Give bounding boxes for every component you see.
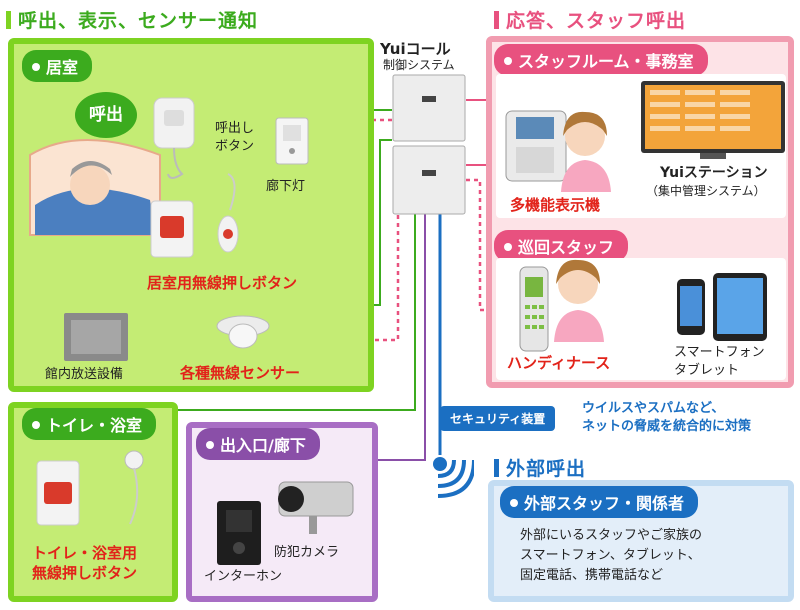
toilet-title-text: トイレ・浴室 (46, 416, 142, 435)
intercom-icon (216, 500, 262, 566)
external-title-text: 外部スタッフ・関係者 (524, 494, 684, 513)
smartphone-icon (676, 278, 706, 336)
room-title: 居室 (22, 50, 92, 82)
call-button-label: 呼出し ボタン (215, 120, 254, 156)
pendant-call-button-icon (210, 170, 246, 260)
station-label: Yuiステーション (660, 164, 768, 182)
station-sub-label: （集中管理システム） (646, 182, 766, 200)
external-title: 外部スタッフ・関係者 (500, 486, 698, 518)
security-device-badge: セキュリティ装置 (440, 406, 555, 431)
bullet-dot (32, 421, 40, 429)
external-section-title: 外部呼出 (494, 454, 586, 481)
sensors-label: 各種無線センサー (180, 364, 300, 382)
room-title-text: 居室 (46, 58, 78, 77)
external-section-title-text: 外部呼出 (506, 458, 586, 480)
central-monitor-icon (640, 80, 786, 160)
bullet-dot (504, 243, 512, 251)
wireless-signal-icon (430, 448, 474, 500)
smart-devices-label: スマートフォン タブレット (674, 344, 765, 380)
controller-name: 制御システム (383, 56, 455, 73)
staff-woman-icon (555, 108, 615, 193)
security-desc: ウイルスやスパムなど、 ネットの脅威を統合的に対策 (582, 400, 751, 436)
nurse-call-device-icon (150, 96, 198, 186)
external-desc: 外部にいるスタッフやご家族の スマートフォン、タブレット、 固定電話、携帯電話な… (520, 526, 702, 586)
controller-unit-icon (392, 74, 466, 216)
pull-cord-icon (112, 448, 152, 528)
wireless-push-button-icon (150, 200, 194, 260)
patrol-staff-woman-icon (548, 254, 608, 344)
handy-nurse-label: ハンディナース (507, 354, 610, 372)
toilet-push-button-icon (36, 460, 80, 526)
room-wireless-button-label: 居室用無線押しボタン (147, 274, 297, 292)
security-camera-icon (265, 468, 365, 538)
corridor-light-label: 廊下灯 (266, 178, 305, 196)
staff-room-title-text: スタッフルーム・事務室 (518, 52, 694, 71)
broadcast-label: 館内放送設備 (45, 366, 123, 384)
corridor-light-icon (275, 117, 309, 167)
staff-room-title: スタッフルーム・事務室 (494, 44, 708, 76)
speaker-icon (63, 312, 129, 362)
tablet-icon (712, 272, 768, 342)
bullet-dot (206, 441, 214, 449)
toilet-title: トイレ・浴室 (22, 408, 156, 440)
entrance-title-text: 出入口/廊下 (220, 436, 306, 455)
toilet-button-label: トイレ・浴室用 無線押しボタン (32, 543, 137, 583)
bullet-dot (32, 63, 40, 71)
sensor-icon (215, 312, 271, 352)
call-bubble-text: 呼出 (89, 105, 123, 125)
bullet-dot (504, 57, 512, 65)
call-bubble: 呼出 (75, 92, 137, 138)
intercom-label: インターホン (204, 568, 282, 586)
entrance-title: 出入口/廊下 (196, 428, 320, 460)
phone-label: 多機能表示機 (510, 196, 600, 214)
bullet-dot (510, 499, 518, 507)
security-device-text: セキュリティ装置 (450, 412, 545, 426)
handy-nurse-phone-icon (517, 265, 551, 353)
camera-label: 防犯カメラ (274, 544, 339, 562)
title-bar (494, 459, 499, 477)
